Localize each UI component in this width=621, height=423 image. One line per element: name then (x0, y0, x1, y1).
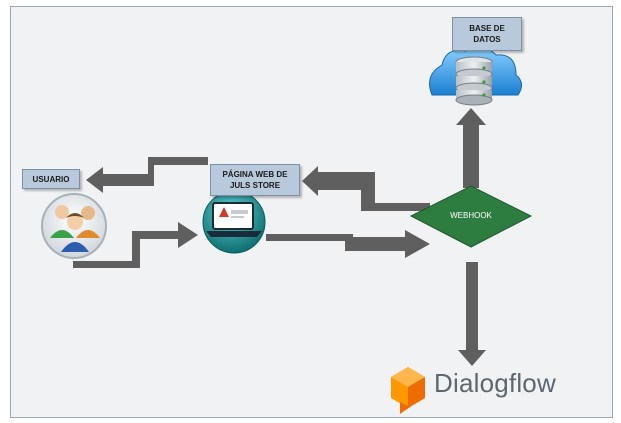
arrow-webhook-to-dialogflow (458, 262, 486, 366)
label-webhook: WEBHOOK (450, 211, 492, 220)
cloud-database-icon (429, 45, 522, 106)
dialogflow-logo-icon (391, 367, 425, 414)
label-base-de-datos: BASE DE DATOS (452, 17, 522, 51)
arrow-user-to-webpage (73, 222, 198, 268)
users-group-icon (41, 193, 107, 259)
label-usuario: USUARIO (22, 169, 80, 189)
laptop-icon (202, 190, 266, 254)
label-dialogflow: Dialogflow (434, 368, 556, 398)
label-pagina-web: PÁGINA WEB DE JULS STORE (210, 164, 300, 196)
arrow-webpage-to-webhook (266, 230, 430, 258)
arrow-webhook-to-webpage (302, 166, 430, 211)
arrow-webpage-to-user (86, 157, 208, 193)
webhook-node (409, 185, 533, 248)
arrow-webhook-to-database (456, 108, 486, 188)
